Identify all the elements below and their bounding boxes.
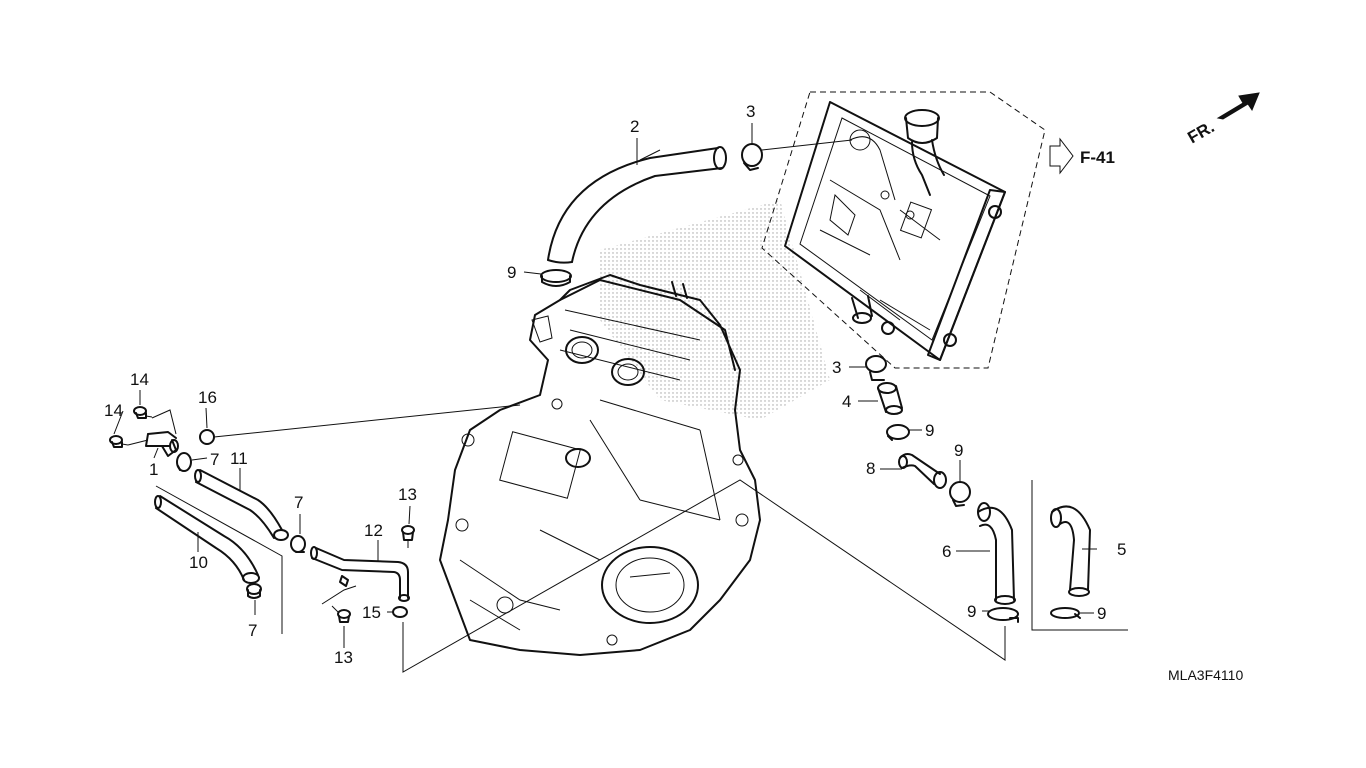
callout-10: 10	[189, 553, 208, 572]
clamp-3-lower	[865, 355, 887, 373]
callout-14-upper: 14	[130, 370, 149, 389]
callout-7-upper: 7	[210, 450, 219, 469]
hose-6	[977, 502, 1016, 605]
hose-4	[877, 382, 903, 415]
bolt-13-lower	[331, 605, 351, 623]
callout-2: 2	[630, 117, 639, 136]
callout-9-4: 9	[925, 421, 934, 440]
clamp-7-mid	[290, 535, 306, 553]
callout-3-upper: 3	[746, 102, 755, 121]
hose-5-bracket	[1031, 480, 1128, 631]
clamp-9-6	[987, 607, 1019, 621]
clamp-9-8	[949, 481, 971, 503]
callout-4: 4	[842, 392, 851, 411]
callout-15: 15	[362, 603, 381, 622]
joint-1	[145, 431, 179, 457]
hose-8	[898, 453, 947, 489]
bolt-14-lower	[109, 435, 129, 448]
clamp-7-lower	[246, 583, 262, 595]
clamp-9-5	[1050, 607, 1080, 619]
callout-6: 6	[942, 542, 951, 561]
callout-9-5: 9	[1097, 604, 1106, 623]
front-arrow-icon	[1216, 92, 1260, 120]
callout-12: 12	[364, 521, 383, 540]
diagram-reference-code: MLA3F4110	[1168, 667, 1243, 683]
bolt-13-upper	[401, 525, 415, 548]
clamp-9-upper	[540, 269, 572, 283]
o-ring-16	[199, 429, 215, 445]
projection-shading	[600, 200, 830, 420]
hollow-arrow-icon	[1049, 137, 1074, 175]
callout-5: 5	[1117, 540, 1126, 559]
callout-9-upper: 9	[507, 263, 516, 282]
hose-5	[1050, 505, 1091, 597]
hose-11	[194, 469, 289, 541]
callout-7-mid: 7	[294, 493, 303, 512]
hose-10	[154, 495, 260, 584]
callout-3-lower: 3	[832, 358, 841, 377]
callout-9-6: 9	[967, 602, 976, 621]
bolt-14-upper	[133, 406, 153, 419]
radiator	[784, 101, 1006, 361]
front-label: FR.	[1184, 117, 1217, 147]
o-ring-15	[392, 606, 408, 618]
callout-9-8: 9	[954, 441, 963, 460]
callout-13-lower: 13	[334, 648, 353, 667]
section-reference: F-41	[1049, 137, 1115, 175]
callouts: 1 2 3 3 4 5 6 7 7 7 8 9 9 9 9 9 10 11 12…	[104, 102, 1126, 667]
pipe-12	[310, 546, 410, 602]
engine	[439, 274, 761, 656]
hose-2	[547, 147, 723, 263]
section-reference-label: F-41	[1080, 148, 1115, 167]
callout-8: 8	[866, 459, 875, 478]
callout-13-upper: 13	[398, 485, 417, 504]
clamp-9-4	[886, 424, 910, 440]
callout-7-lower: 7	[248, 621, 257, 640]
clamp-7-upper	[176, 452, 192, 472]
clamp-3-upper	[741, 143, 763, 171]
front-direction-indicator: FR.	[1184, 92, 1260, 147]
leader-lines	[113, 123, 1097, 673]
radiator-dashed-boundary	[761, 91, 1046, 369]
callout-14-lower: 14	[104, 401, 123, 420]
callout-1: 1	[149, 460, 158, 479]
callout-11: 11	[230, 449, 248, 468]
callout-16: 16	[198, 388, 217, 407]
